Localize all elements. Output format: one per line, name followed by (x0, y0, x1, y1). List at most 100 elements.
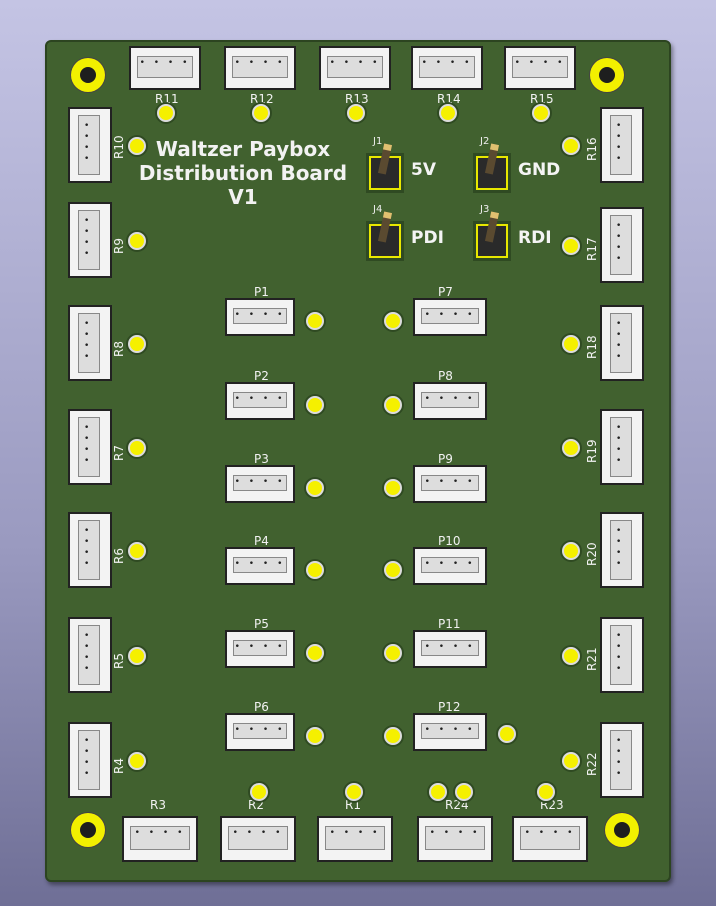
pin-header-j3[interactable]: J3 (476, 204, 508, 258)
pad-icon (128, 439, 146, 457)
title-line1: Waltzer Paybox (155, 137, 331, 161)
connector[interactable] (413, 465, 487, 503)
connector[interactable] (600, 305, 644, 381)
connector-label: P1 (254, 285, 269, 299)
mounting-hole-icon (71, 813, 105, 847)
pad-icon (562, 237, 580, 255)
pad-icon (250, 783, 268, 801)
connector[interactable] (225, 630, 295, 668)
connector-label: P10 (438, 534, 461, 548)
pad-icon (306, 644, 324, 662)
connector[interactable] (225, 465, 295, 503)
pad-icon (128, 542, 146, 560)
connector[interactable] (600, 617, 644, 693)
pad-icon (384, 561, 402, 579)
connector[interactable] (225, 713, 295, 751)
connector[interactable] (413, 713, 487, 751)
connector[interactable] (600, 512, 644, 588)
net-label: 5V (411, 160, 436, 180)
connector[interactable] (129, 46, 201, 90)
connector[interactable] (225, 298, 295, 336)
mounting-hole-icon (71, 58, 105, 92)
connector-label: P9 (438, 452, 453, 466)
pad-icon (306, 561, 324, 579)
connector-label: P2 (254, 369, 269, 383)
connector[interactable] (413, 547, 487, 585)
connector[interactable] (68, 722, 112, 798)
header-ref: J4 (373, 204, 383, 215)
title-line3: V1 (228, 185, 258, 209)
connector[interactable] (413, 382, 487, 420)
connector[interactable] (413, 630, 487, 668)
connector[interactable] (413, 298, 487, 336)
net-label: PDI (411, 228, 444, 248)
pad-icon (252, 104, 270, 122)
connector[interactable] (224, 46, 296, 90)
connector[interactable] (317, 816, 393, 862)
connector-label: R10 (112, 135, 126, 159)
title-line2: Distribution Board (138, 161, 348, 185)
connector-label: R3 (150, 798, 166, 812)
mounting-hole-icon (590, 58, 624, 92)
connector-label: R1 (345, 798, 361, 812)
pin-header-j2[interactable]: J2 (476, 136, 508, 190)
net-label: GND (518, 160, 561, 180)
connector[interactable] (600, 722, 644, 798)
connector[interactable] (319, 46, 391, 90)
connector[interactable] (600, 107, 644, 183)
pad-icon (384, 479, 402, 497)
connector[interactable] (68, 409, 112, 485)
pad-icon (384, 644, 402, 662)
connector[interactable] (225, 382, 295, 420)
pad-icon (562, 752, 580, 770)
pad-icon (306, 396, 324, 414)
pad-icon (562, 335, 580, 353)
connector-label: R23 (540, 798, 564, 812)
pad-icon (128, 335, 146, 353)
connector-label: R21 (585, 647, 599, 671)
connector-label: R11 (155, 92, 179, 106)
connector-label: P3 (254, 452, 269, 466)
connector-label: R7 (112, 445, 126, 461)
header-ref: J1 (373, 136, 383, 147)
connector[interactable] (220, 816, 296, 862)
pad-icon (562, 647, 580, 665)
pad-icon (498, 725, 516, 743)
connector[interactable] (600, 409, 644, 485)
connector[interactable] (411, 46, 483, 90)
pad-icon (537, 783, 555, 801)
connector-label: R4 (112, 758, 126, 774)
pad-icon (439, 104, 457, 122)
connector[interactable] (512, 816, 588, 862)
connector[interactable] (600, 207, 644, 283)
connector-label: R20 (585, 542, 599, 566)
pin-header-j4[interactable]: J4 (369, 204, 401, 258)
connector-label: P4 (254, 534, 269, 548)
pad-icon (562, 137, 580, 155)
pad-icon (532, 104, 550, 122)
pin-header-j1[interactable]: J1 (369, 136, 401, 190)
connector[interactable] (417, 816, 493, 862)
connector[interactable] (68, 107, 112, 183)
connector-label: R13 (345, 92, 369, 106)
pad-icon (455, 783, 473, 801)
mounting-hole-icon (605, 813, 639, 847)
connector-label: P8 (438, 369, 453, 383)
connector-label: R24 (445, 798, 469, 812)
connector-label: P5 (254, 617, 269, 631)
connector[interactable] (504, 46, 576, 90)
pad-icon (306, 727, 324, 745)
pad-icon (306, 312, 324, 330)
connector-label: R18 (585, 335, 599, 359)
pad-icon (429, 783, 447, 801)
connector[interactable] (122, 816, 198, 862)
connector-label: R15 (530, 92, 554, 106)
connector[interactable] (68, 202, 112, 278)
pad-icon (384, 396, 402, 414)
connector[interactable] (68, 305, 112, 381)
pad-icon (384, 727, 402, 745)
connector[interactable] (225, 547, 295, 585)
connector[interactable] (68, 512, 112, 588)
connector-label: P11 (438, 617, 461, 631)
connector[interactable] (68, 617, 112, 693)
